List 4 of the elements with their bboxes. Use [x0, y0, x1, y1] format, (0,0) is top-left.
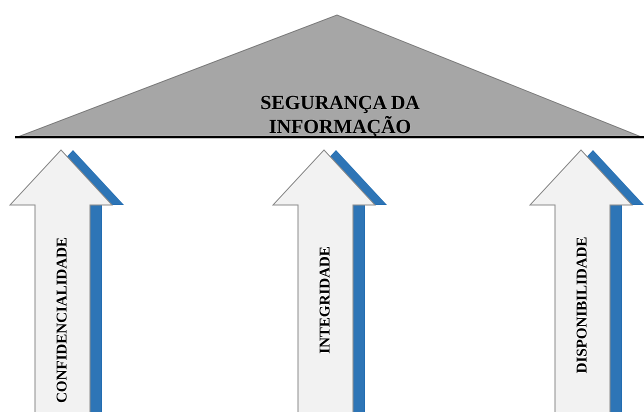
pillar-label: INTEGRIDADE: [317, 246, 334, 354]
roof-title: SEGURANÇA DA INFORMAÇÃO: [259, 91, 421, 139]
pillar-label: CONFIDENCIALIDADE: [54, 237, 71, 403]
pillar-label: DISPONIBILIDADE: [574, 236, 591, 374]
